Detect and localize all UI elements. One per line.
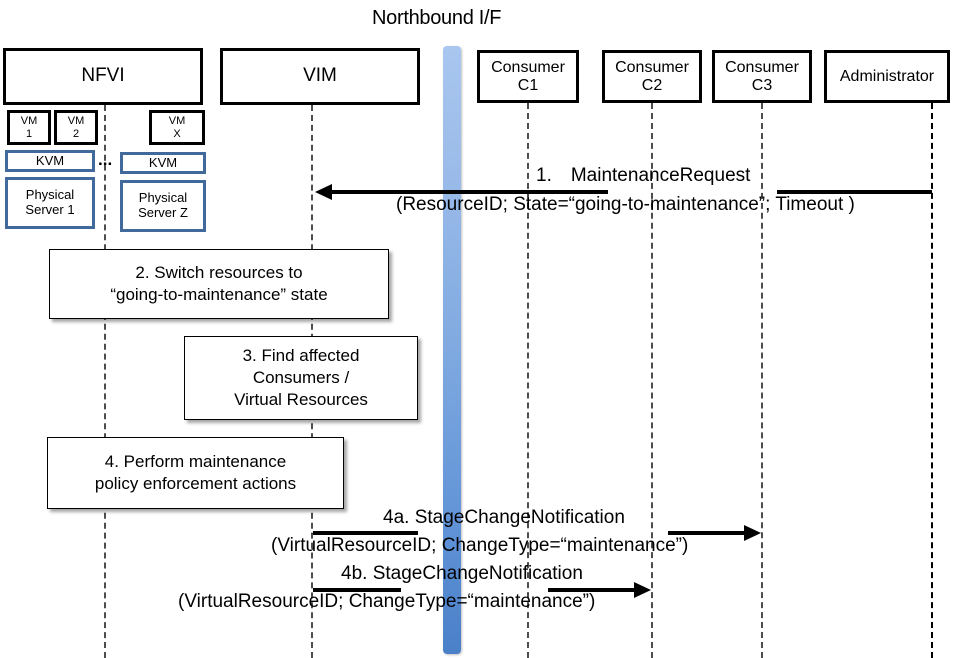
vm-box-x-line2: X	[173, 127, 181, 140]
message-1-label: 1. MaintenanceRequest	[536, 165, 751, 186]
vm-box-x-line1: VM	[168, 115, 186, 128]
step-4-line2: policy enforcement actions	[94, 474, 297, 493]
participant-administrator[interactable]: Administrator	[824, 50, 950, 103]
participant-vim-label: VIM	[303, 65, 337, 87]
participant-consumer-c3-label-line2: C3	[751, 76, 773, 94]
lifeline-c2	[651, 103, 653, 658]
step-2-line2: “going-to-maintenance” state	[110, 285, 328, 304]
participant-consumer-c2[interactable]: Consumer C2	[602, 50, 702, 103]
participant-consumer-c2-label-line1: Consumer	[615, 59, 689, 77]
participant-vim[interactable]: VIM	[220, 48, 420, 105]
physical-server-z-box[interactable]: Physical Server Z	[120, 180, 206, 232]
physical-server-1-line1: Physical	[25, 187, 75, 203]
message-4a-params: (VirtualResourceID; ChangeType=“maintena…	[271, 535, 689, 556]
lifeline-administrator	[931, 103, 933, 658]
vm-box-1-line2: 1	[25, 127, 33, 140]
message-1-params: (ResourceID; State=“going-to-maintenance…	[396, 194, 855, 215]
physical-server-1-box[interactable]: Physical Server 1	[5, 177, 95, 229]
message-4b-label: 4b. StageChangeNotification	[341, 563, 583, 584]
step-2-line1: 2. Switch resources to	[135, 263, 303, 283]
step-3-box[interactable]: 3. Find affected Consumers / Virtual Res…	[184, 336, 418, 420]
kvm-box-2[interactable]: KVM	[120, 152, 206, 174]
message-4a-line-left	[313, 531, 418, 535]
message-4b-line-right	[548, 588, 634, 592]
message-4b-arrowhead	[634, 582, 651, 598]
vm-box-1-line1: VM	[20, 115, 38, 128]
northbound-interface-bar	[443, 46, 461, 654]
participant-consumer-c1-label-line2: C1	[517, 76, 539, 94]
vm-box-1[interactable]: VM 1	[7, 110, 51, 145]
step-4-line1: 4. Perform maintenance	[104, 452, 287, 472]
message-1-line-left	[332, 190, 608, 194]
participant-consumer-c2-label-line2: C2	[641, 76, 663, 94]
message-1-line-right	[777, 190, 932, 194]
participant-administrator-label: Administrator	[839, 67, 935, 85]
message-4a-label: 4a. StageChangeNotification	[383, 507, 625, 528]
step-3-line2: Consumers /	[252, 368, 350, 388]
message-4a-arrowhead	[744, 525, 761, 541]
message-4b-line-left	[313, 588, 401, 592]
ellipsis-separator: ...	[98, 150, 113, 169]
kvm-box-2-label: KVM	[148, 154, 178, 170]
participant-consumer-c3-label-line1: Consumer	[725, 59, 799, 77]
step-4-box[interactable]: 4. Perform maintenance policy enforcemen…	[47, 437, 344, 509]
vm-box-2-line2: 2	[72, 127, 80, 140]
physical-server-z-line1: Physical	[138, 190, 188, 206]
message-4a-line-right	[668, 531, 744, 535]
physical-server-z-line2: Server Z	[138, 205, 188, 220]
step-2-box[interactable]: 2. Switch resources to “going-to-mainten…	[49, 249, 389, 319]
message-4b-params: (VirtualResourceID; ChangeType=“maintena…	[178, 591, 596, 612]
kvm-box-1-label: KVM	[35, 152, 65, 168]
page-title: Northbound I/F	[372, 7, 502, 29]
physical-server-1-line2: Server 1	[25, 202, 75, 217]
participant-consumer-c1[interactable]: Consumer C1	[477, 50, 579, 103]
participant-nfvi[interactable]: NFVI	[3, 48, 203, 105]
lifeline-c3	[761, 103, 763, 658]
step-3-line1: 3. Find affected	[242, 346, 360, 366]
vm-box-x[interactable]: VM X	[149, 110, 205, 145]
step-3-line3: Virtual Resources	[234, 389, 368, 409]
lifeline-nfvi	[104, 105, 106, 658]
kvm-box-1[interactable]: KVM	[5, 150, 95, 172]
message-1-arrowhead	[315, 184, 332, 200]
participant-consumer-c3[interactable]: Consumer C3	[712, 50, 812, 103]
vm-box-2-line1: VM	[67, 115, 85, 128]
vm-box-2[interactable]: VM 2	[54, 110, 98, 145]
participant-nfvi-label: NFVI	[81, 65, 125, 87]
participant-consumer-c1-label-line1: Consumer	[491, 59, 565, 77]
lifeline-c1	[527, 103, 529, 658]
